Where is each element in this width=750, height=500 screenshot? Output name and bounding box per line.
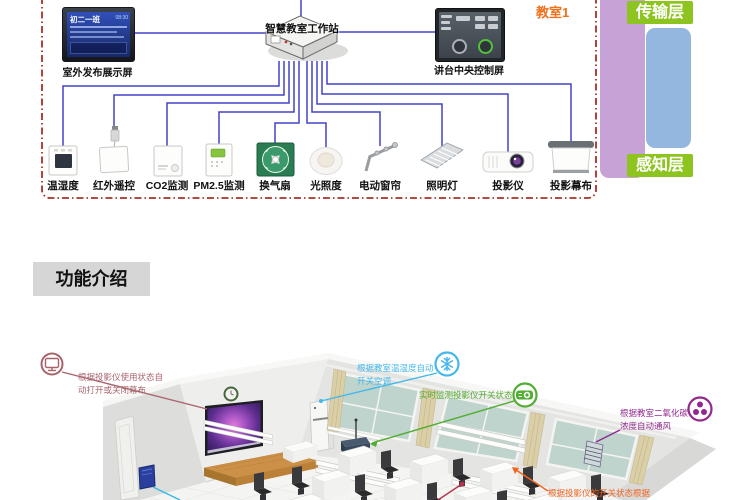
classroom-scene xyxy=(103,353,716,500)
podium-control-label: 讲台中央控制屏 xyxy=(434,66,504,77)
screen-icon xyxy=(44,357,60,372)
classroom-tag: 教室1 xyxy=(536,5,570,20)
vent-fan-icon xyxy=(256,142,295,177)
co2-monitor-icon xyxy=(153,145,183,177)
outdoor-display-screen: 初二一班 08:30 xyxy=(62,7,135,62)
device-label-ir-remote: 红外遥控 xyxy=(93,180,135,192)
ir-remote-icon xyxy=(98,126,130,174)
lighting-fixture-icon xyxy=(420,142,464,169)
device-label-curtain: 电动窗帘 xyxy=(359,180,401,192)
workstation-label: 智慧教室工作站 xyxy=(265,23,339,35)
control-knob-right xyxy=(478,39,493,54)
projector-icon xyxy=(482,151,534,173)
projection-screen-icon xyxy=(548,141,594,173)
callout-ac-auto: 根据教室温湿度自动 开关空调 xyxy=(357,363,434,386)
device-label-lighting: 照明灯 xyxy=(426,180,458,192)
connection-lines xyxy=(62,0,572,152)
light-sensor-icon xyxy=(309,147,343,175)
outdoor-display-content: 初二一班 08:30 xyxy=(67,12,130,57)
class-name: 初二一班 xyxy=(70,15,100,24)
device-label-vent-fan: 换气扇 xyxy=(259,180,291,192)
snowflake-icon xyxy=(440,357,454,371)
perception-layer-label: 感知层 xyxy=(627,154,693,177)
projector-callout-icon xyxy=(516,390,533,400)
podium-control-screen xyxy=(435,8,505,62)
callout-curtain-auto: 根据投影仪的开关状态根据 xyxy=(548,488,651,498)
fan-icon xyxy=(693,401,707,415)
perception-layer-bar xyxy=(646,28,691,148)
device-label-projector: 投影仪 xyxy=(492,180,524,192)
electric-curtain-icon xyxy=(364,142,398,172)
device-label-screen: 投影幕布 xyxy=(550,180,592,192)
device-label-temp-humidity: 温湿度 xyxy=(47,180,79,192)
device-label-pm25: PM2.5监测 xyxy=(193,180,245,192)
pm25-monitor-icon xyxy=(205,143,233,177)
callout-graphics xyxy=(40,351,713,500)
device-label-light-sensor: 光照度 xyxy=(310,180,342,192)
podium-control-content xyxy=(439,12,501,58)
callout-co2-vent: 根据教室二氧化碳 浓度自动通风 xyxy=(620,408,689,431)
class-time: 08:30 xyxy=(115,15,128,21)
callout-projector-monitor: 实时监测投影仪开关状态 xyxy=(419,390,513,400)
transport-layer-bar xyxy=(600,0,645,178)
classroom-dashed-border xyxy=(41,0,597,199)
outdoor-display-label: 室外发布展示屏 xyxy=(62,68,133,79)
temp-humidity-sensor-icon xyxy=(48,145,78,176)
workstation-box xyxy=(264,15,348,61)
control-knob-left xyxy=(452,39,467,54)
device-label-co2: CO2监测 xyxy=(145,180,189,192)
transport-layer-label: 传输层 xyxy=(627,1,693,24)
vent-grille xyxy=(583,440,604,468)
section-title: 功能介绍 xyxy=(33,262,150,296)
callout-screen-auto: 根据投影仪使用状态自 动打开或关闭幕布 xyxy=(78,372,164,395)
